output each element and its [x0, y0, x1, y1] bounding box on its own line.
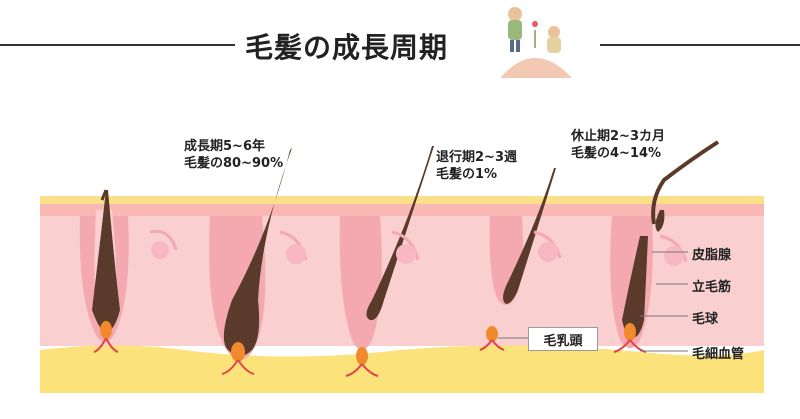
stage-telogen-share: 毛髪の4~14%	[571, 146, 662, 161]
stage-anagen-duration: 成長期5~6年	[184, 139, 265, 154]
stage-anagen-share: 毛髪の80~90%	[184, 156, 284, 171]
fat-layer	[40, 345, 764, 393]
follicle-anagen-2	[209, 148, 308, 375]
follicle-catagen	[339, 146, 434, 377]
stage-catagen-label: 退行期2~3週 毛髪の1%	[436, 149, 517, 183]
title-bar: 毛髪の成長周期	[0, 22, 800, 72]
stage-catagen-share: 毛髪の1%	[436, 167, 498, 182]
follicle-new-growth	[610, 140, 720, 353]
skin-surface	[40, 196, 764, 204]
title-rule-left	[0, 44, 235, 46]
follicle-telogen	[479, 168, 562, 351]
stage-telogen-label: 休止期2~3カ月 毛髪の4~14%	[571, 128, 665, 162]
epidermis-layer	[40, 204, 764, 216]
stage-telogen-duration: 休止期2~3カ月	[571, 129, 665, 144]
stage-anagen-label: 成長期5~6年 毛髪の80~90%	[184, 138, 283, 172]
stage-catagen-duration: 退行期2~3週	[436, 150, 517, 165]
title-rule-right	[600, 44, 800, 46]
page-title: 毛髪の成長周期	[245, 31, 449, 64]
label-arrector-pili: 立毛筋	[692, 280, 732, 295]
label-capillary: 毛細血管	[692, 347, 745, 362]
head-illustration	[500, 7, 572, 78]
follicle-anagen-1	[79, 189, 178, 353]
label-sebaceous-gland: 皮脂腺	[692, 248, 732, 263]
label-hair-bulb: 毛球	[692, 312, 719, 327]
label-papilla: 毛乳頭	[528, 327, 598, 351]
